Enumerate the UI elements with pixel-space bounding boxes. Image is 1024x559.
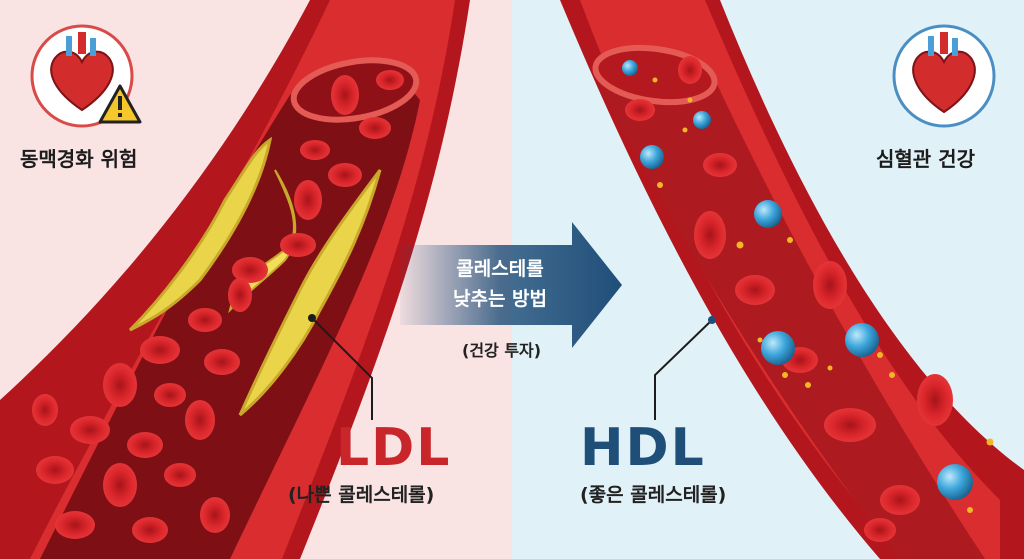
left-artery <box>0 0 470 559</box>
right-title: 심혈관 건강 <box>876 147 975 171</box>
heart-icon <box>892 24 996 128</box>
ldl-pointer <box>311 317 373 420</box>
heart-warning-icon <box>30 24 142 128</box>
arrow-line1: 콜레스테롤 <box>456 258 544 280</box>
left-title: 동맥경화 위험 <box>20 147 138 171</box>
ldl-label: LDL <box>336 418 452 478</box>
hdl-label: HDL <box>580 418 706 478</box>
hdl-particles <box>622 60 994 513</box>
hdl-pointer <box>654 319 713 420</box>
red-blood-cells-left <box>32 70 404 543</box>
transition-arrow <box>400 222 622 348</box>
ldl-plaque <box>128 136 273 332</box>
hdl-sublabel: (좋은 콜레스테롤) <box>580 484 727 506</box>
right-artery <box>560 0 1024 559</box>
arrow-line2: 낮추는 방법 <box>452 288 547 310</box>
ldl-sublabel: (나쁜 콜레스테롤) <box>288 484 435 506</box>
arrow-sub: (건강 투자) <box>462 341 542 360</box>
red-blood-cells-right <box>625 56 953 542</box>
